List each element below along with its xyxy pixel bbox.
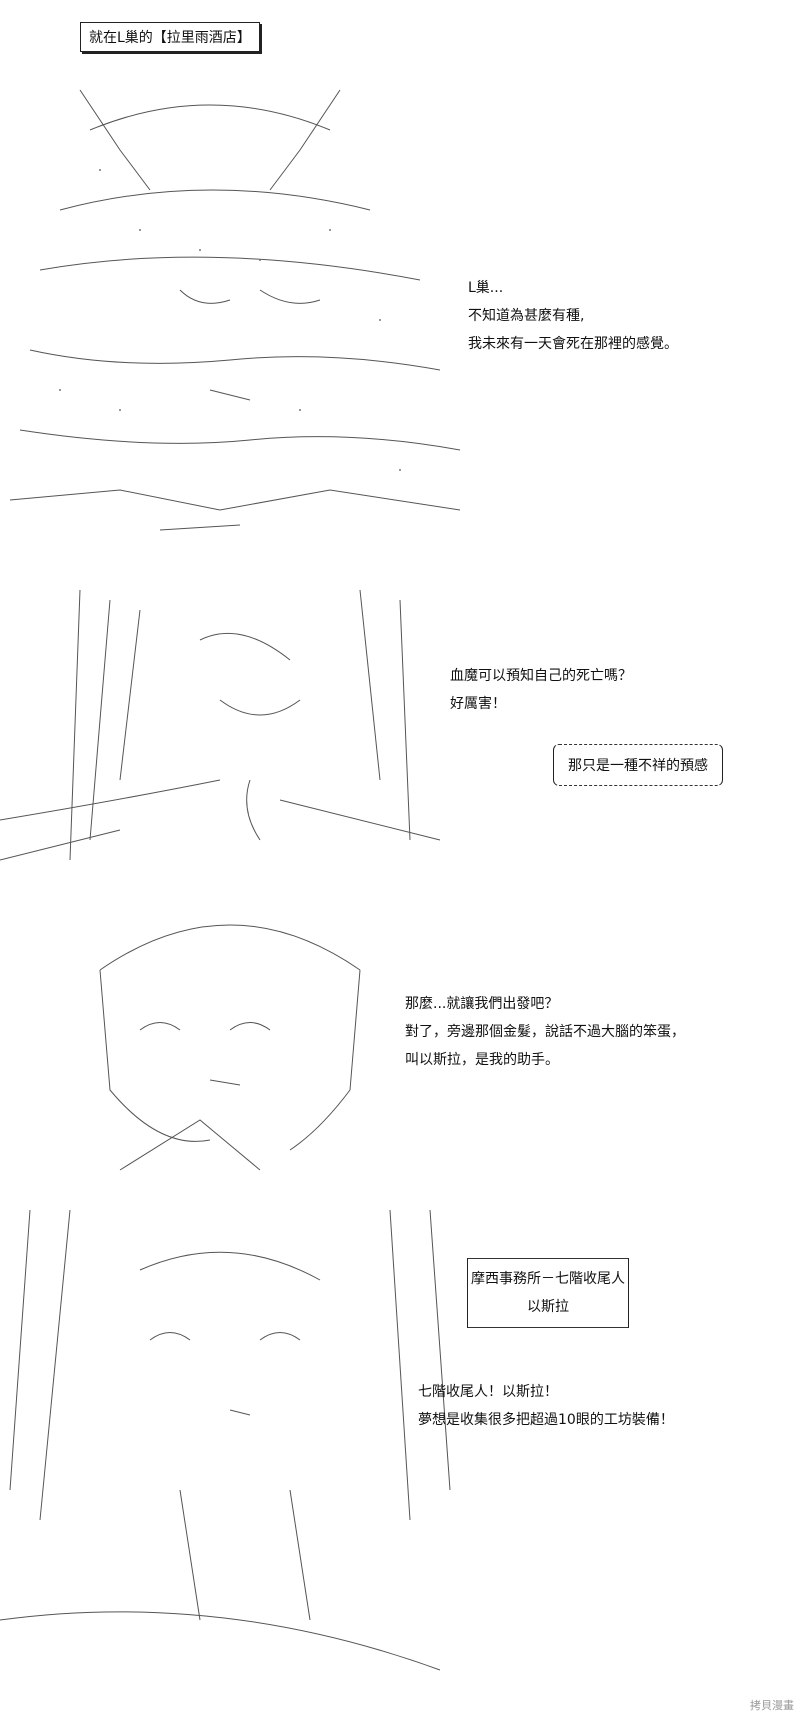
dialogue-line: 叫以斯拉，是我的助手。: [405, 1052, 559, 1068]
panel2-dialogue: 血魔可以預知自己的死亡嗎？ 好厲害！: [450, 662, 632, 718]
ascii-art-figure-1: [9, 89, 461, 531]
dialogue-line: 血魔可以預知自己的死亡嗎？: [450, 668, 632, 684]
character-name: 以斯拉: [527, 1299, 569, 1315]
dialogue-line: 夢想是收集很多把超過10眼的工坊裝備！: [418, 1412, 674, 1428]
character-title-box: 摩西事務所－七階收尾人 以斯拉: [467, 1258, 629, 1328]
ascii-art-panel-2: [0, 580, 470, 880]
dialogue-line: 對了，旁邊那個金髮，說話不過大腦的笨蛋，: [405, 1024, 685, 1040]
panel4-dialogue: 七階收尾人！以斯拉！ 夢想是收集很多把超過10眼的工坊裝備！: [418, 1378, 674, 1434]
dialogue-line: 那麼...就讓我們出發吧？: [405, 996, 559, 1012]
thought-bubble: 那只是一種不祥的預感: [553, 744, 723, 786]
dialogue-line: L巢...: [468, 280, 504, 296]
character-title-line: 摩西事務所－七階收尾人: [471, 1271, 625, 1287]
dialogue-line: 好厲害！: [450, 696, 506, 712]
dialogue-line: 七階收尾人！以斯拉！: [418, 1384, 558, 1400]
scene-caption: 就在L巢的【拉里雨酒店】: [80, 22, 260, 52]
dialogue-line: 我未來有一天會死在那裡的感覺。: [468, 336, 678, 352]
panel3-dialogue: 那麼...就讓我們出發吧？ 對了，旁邊那個金髮，說話不過大腦的笨蛋， 叫以斯拉，…: [405, 990, 685, 1074]
panel1-dialogue: L巢... 不知道為甚麼有種, 我未來有一天會死在那裡的感覺。: [468, 274, 678, 358]
dialogue-line: 不知道為甚麼有種,: [468, 308, 585, 324]
ascii-art-panel-4: [0, 1190, 470, 1710]
ascii-art-figure-3: [99, 924, 361, 1171]
ascii-art-figure-2: [0, 589, 441, 861]
watermark: 拷貝漫畫: [750, 1699, 794, 1712]
ascii-art-panel-3: [0, 890, 470, 1180]
ascii-art-panel-1: [0, 70, 470, 560]
ascii-art-figure-4: [0, 1209, 451, 1671]
